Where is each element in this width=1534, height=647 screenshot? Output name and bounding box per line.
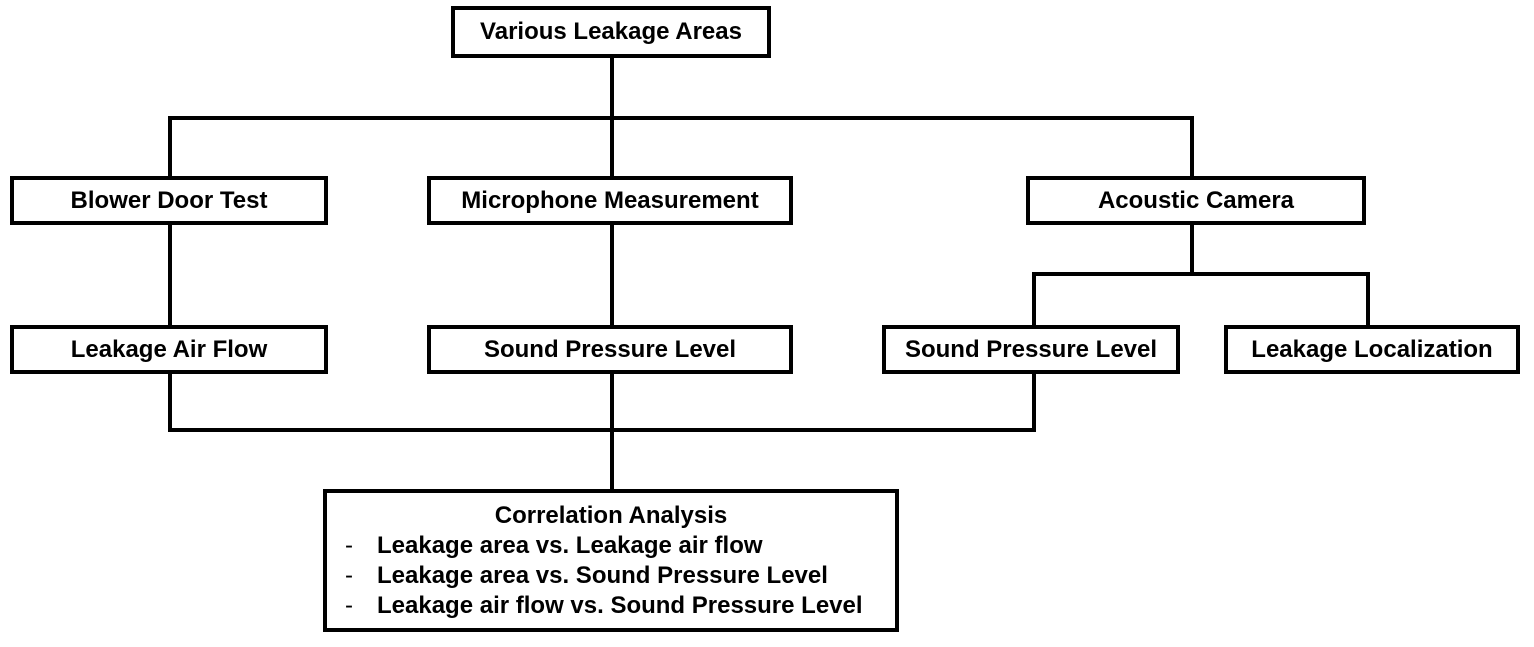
box-microphone-measurement: Microphone Measurement [427,176,793,225]
correlation-item: - Leakage area vs. Leakage air flow [345,531,895,561]
box-sound-pressure-level-mic: Sound Pressure Level [427,325,793,374]
label-sound-pressure-level-camera: Sound Pressure Level [904,335,1158,363]
correlation-item-text: Leakage air flow vs. Sound Pressure Leve… [377,592,863,619]
correlation-item: - Leakage area vs. Sound Pressure Level [345,561,895,591]
correlation-item-text: Leakage area vs. Leakage air flow [377,532,763,559]
box-leakage-air-flow: Leakage Air Flow [10,325,328,374]
box-correlation-analysis: Correlation Analysis - Leakage area vs. … [323,489,899,632]
label-microphone-measurement: Microphone Measurement [461,186,759,214]
box-leakage-localization: Leakage Localization [1224,325,1520,374]
label-leakage-air-flow: Leakage Air Flow [70,335,268,363]
box-blower-door-test: Blower Door Test [10,176,328,225]
bullet-dash: - [345,562,353,589]
correlation-item-text: Leakage area vs. Sound Pressure Level [377,562,828,589]
label-acoustic-camera: Acoustic Camera [1097,186,1295,214]
correlation-analysis-title: Correlation Analysis [494,502,728,529]
label-sound-pressure-level-mic: Sound Pressure Level [483,335,737,363]
correlation-analysis-list: - Leakage area vs. Leakage air flow - Le… [327,531,895,621]
label-blower-door-test: Blower Door Test [70,186,268,214]
bullet-dash: - [345,532,353,559]
box-various-leakage-areas: Various Leakage Areas [451,6,771,58]
box-acoustic-camera: Acoustic Camera [1026,176,1366,225]
label-various-leakage-areas: Various Leakage Areas [480,18,742,45]
label-leakage-localization: Leakage Localization [1251,335,1493,363]
box-sound-pressure-level-camera: Sound Pressure Level [882,325,1180,374]
correlation-item: - Leakage air flow vs. Sound Pressure Le… [345,591,895,621]
bullet-dash: - [345,592,353,619]
